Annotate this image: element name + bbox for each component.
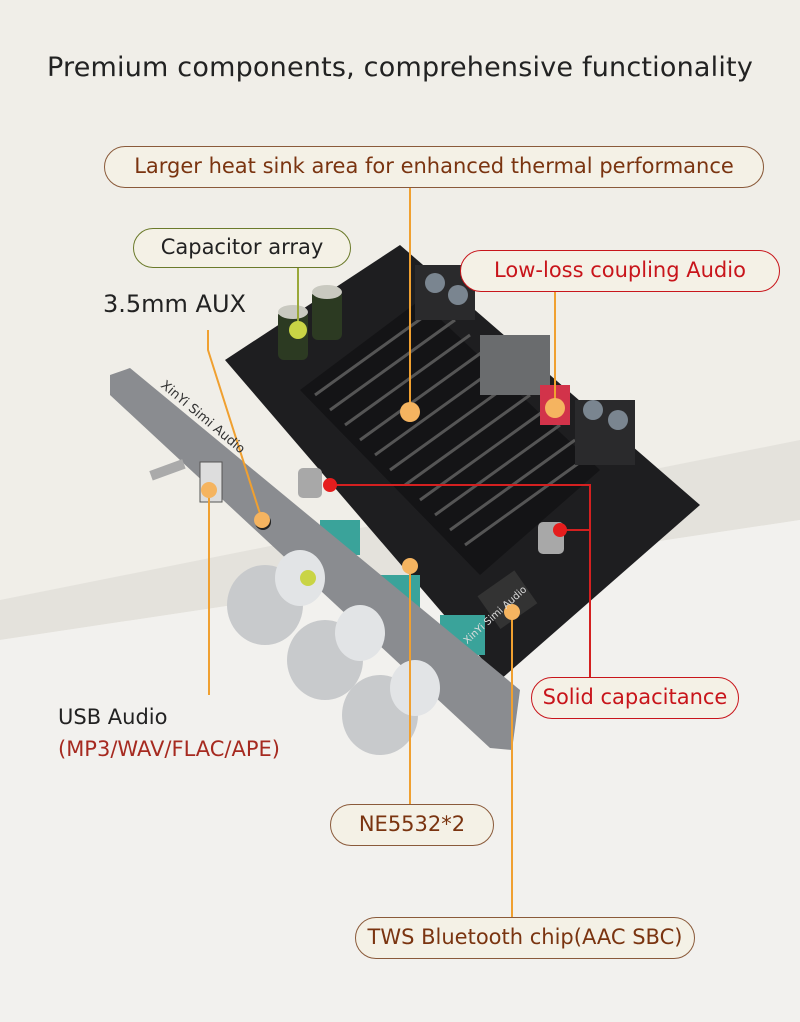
callout-usb-audio: USB Audio	[58, 705, 168, 729]
volume-knob	[227, 550, 325, 645]
callout-heat-sink: Larger heat sink area for enhanced therm…	[104, 146, 764, 188]
page-title: Premium components, comprehensive functi…	[46, 52, 753, 83]
bluetooth-chip	[477, 570, 538, 630]
callout-tws-bluetooth: TWS Bluetooth chip(AAC SBC)	[355, 917, 695, 959]
bass-knob	[287, 605, 385, 700]
callout-dots	[201, 321, 567, 620]
table-surface	[0, 520, 800, 1022]
solid-capacitor	[298, 468, 322, 498]
callout-aux: 3.5mm AUX	[103, 290, 246, 318]
leader-lines	[207, 188, 591, 918]
callout-ne5532: NE5532*2	[330, 804, 494, 846]
treble-knob	[342, 660, 440, 755]
power-jack	[480, 335, 550, 395]
callout-solid-capacitance: Solid capacitance	[531, 677, 739, 719]
callout-low-loss: Low-loss coupling Audio	[460, 250, 780, 292]
callout-usb-formats: (MP3/WAV/FLAC/APE)	[58, 737, 280, 761]
power-switch	[149, 459, 186, 481]
capacitor	[312, 290, 342, 340]
callout-capacitor-array: Capacitor array	[133, 228, 351, 268]
